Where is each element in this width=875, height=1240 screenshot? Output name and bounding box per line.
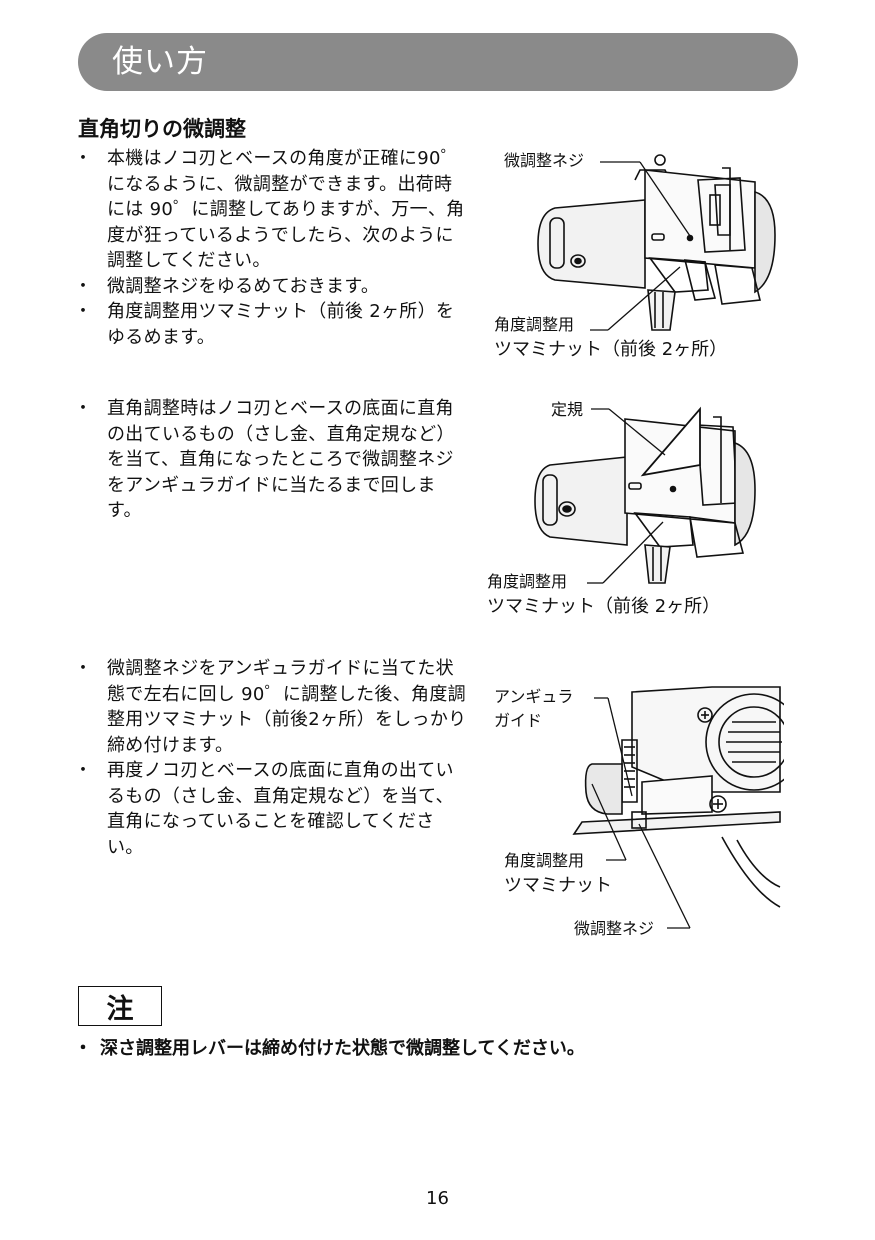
- label-angle-knob-line1: 角度調整用: [487, 572, 568, 591]
- label-angle-knob-line2: ツマミナット（前後 2ヶ所）: [487, 596, 721, 617]
- label-angular-guide-line2: ガイド: [494, 711, 543, 730]
- note-title: 注: [106, 993, 134, 1025]
- step3-bullet-1: 微調整ネジをアンギュラガイドに当てた状態で左右に回し 90゜に調整した後、角度調…: [74, 656, 468, 758]
- page-number: 16: [426, 1188, 449, 1209]
- step2-instructions: 直角調整時はノコ刃とベースの底面に直角の出ているもの（さし金、直角定規など）を当…: [74, 396, 468, 524]
- label-angle-knob-line2: ツマミナット: [504, 875, 612, 896]
- section-header-bar: 使い方: [78, 33, 798, 91]
- step3-instructions: 微調整ネジをアンギュラガイドに当てた状態で左右に回し 90゜に調整した後、角度調…: [74, 656, 468, 860]
- label-square-ruler: 定規: [551, 400, 584, 419]
- label-angle-knob-line1: 角度調整用: [494, 315, 575, 334]
- label-fine-adjust-screw: 微調整ネジ: [504, 151, 585, 170]
- subsection-heading: 直角切りの微調整: [78, 117, 246, 141]
- step1-bullet-2: 微調整ネジをゆるめておきます。: [74, 274, 468, 300]
- step2-figure: 定規 角度調整用 ツマミナット（前後 2ヶ所）: [485, 395, 785, 630]
- step1-instructions: 本機はノコ刃とベースの角度が正確に90゜になるように、微調整ができます。出荷時に…: [74, 146, 468, 350]
- note-label-box: 注: [78, 986, 162, 1026]
- step1-figure: 微調整ネジ 角度調整用 ツマミナット（前後 2ヶ所）: [490, 140, 790, 370]
- label-angle-knob-line1: 角度調整用: [504, 851, 585, 870]
- step3-bullet-2: 再度ノコ刃とベースの底面に直角の出ているもの（さし金、直角定規など）を当て、直角…: [74, 758, 468, 860]
- label-angular-guide-line1: アンギュラ: [494, 687, 574, 706]
- step1-bullet-1: 本機はノコ刃とベースの角度が正確に90゜になるように、微調整ができます。出荷時に…: [74, 146, 468, 274]
- saw-with-square-illustration: [534, 406, 756, 584]
- saw-side-view-illustration: [572, 686, 784, 929]
- step3-figure: アンギュラ ガイド 角度調整用 ツマミナット 微調整ネジ: [492, 672, 784, 944]
- label-fine-adjust-screw: 微調整ネジ: [574, 919, 655, 938]
- step2-bullet-1: 直角調整時はノコ刃とベースの底面に直角の出ているもの（さし金、直角定規など）を当…: [74, 396, 468, 524]
- note-text: 深さ調整用レバーは締め付けた状態で微調整してください。: [74, 1036, 585, 1062]
- label-angle-knob-line2: ツマミナット（前後 2ヶ所）: [494, 339, 728, 360]
- section-title: 使い方: [112, 44, 208, 80]
- saw-front-view-illustration: [537, 154, 776, 331]
- step1-bullet-3: 角度調整用ツマミナット（前後 2ヶ所）をゆるめます。: [74, 299, 468, 350]
